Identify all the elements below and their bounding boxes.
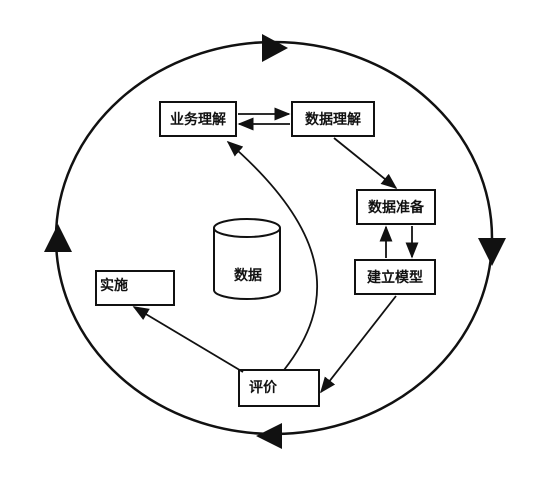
node-evaluation bbox=[238, 369, 320, 407]
label-deployment: 实施 bbox=[100, 277, 128, 294]
cycle-arrowhead-right bbox=[478, 238, 506, 266]
arrow-du-to-dp bbox=[333, 137, 398, 190]
cycle-arrowhead-left bbox=[44, 224, 72, 252]
arrow-eval-to-bu bbox=[226, 140, 318, 371]
label-data-store: 数据 bbox=[234, 267, 262, 284]
arrow-eval-to-deploy bbox=[132, 306, 244, 373]
label-evaluation: 评价 bbox=[249, 380, 278, 396]
label-modeling: 建立模型 bbox=[367, 269, 423, 286]
node-data-preparation bbox=[356, 189, 436, 225]
cycle-arrowhead-bottom bbox=[256, 423, 282, 449]
label-business-understanding: 业务理解 bbox=[170, 111, 226, 128]
label-data-preparation: 数据准备 bbox=[368, 199, 425, 216]
label-data-understanding: 数据理解 bbox=[305, 111, 361, 128]
data-cylinder bbox=[213, 218, 281, 300]
arrow-modeling-to-eval bbox=[320, 295, 397, 394]
node-deployment bbox=[95, 270, 175, 306]
node-data-understanding bbox=[291, 101, 375, 137]
cycle-arrowhead-top bbox=[262, 34, 288, 62]
node-modeling bbox=[354, 259, 436, 295]
node-business-understanding bbox=[159, 101, 237, 137]
